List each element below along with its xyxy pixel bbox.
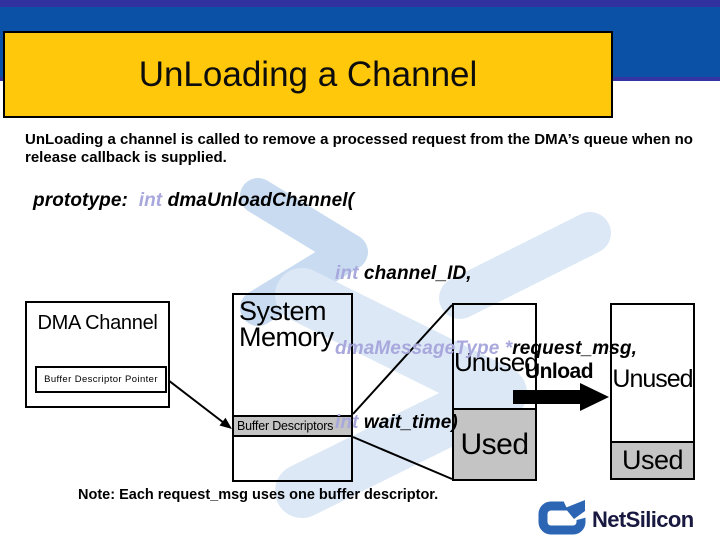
prototype-signature: prototype: int dmaUnloadChannel( <box>33 190 354 212</box>
top-accent-strip <box>0 0 720 7</box>
prototype-label: prototype: <box>33 190 139 211</box>
after-used-area: Used <box>612 441 693 478</box>
buffer-descriptor-pointer-label: Buffer Descriptor Pointer <box>44 374 158 385</box>
netsilicon-logo-text: NetSilicon <box>592 506 694 532</box>
param-wait-time: int wait_time) <box>335 411 458 433</box>
buffer-descriptors-label: Buffer Descriptors <box>237 419 334 433</box>
unload-label: Unload <box>524 360 594 383</box>
after-unused-label: Unused <box>612 365 693 393</box>
dma-channel-label: DMA Channel <box>37 312 158 334</box>
buffer-descriptor-pointer-box: Buffer Descriptor Pointer <box>35 366 167 393</box>
system-memory-label: System Memory <box>239 296 334 353</box>
page-title: UnLoading a Channel <box>138 54 478 94</box>
prototype-params: int channel_ID, dmaMessageType *request_… <box>335 213 637 485</box>
note-text: Note: Each request_msg uses one buffer d… <box>78 487 439 503</box>
intro-text: UnLoading a channel is called to remove … <box>25 131 693 166</box>
netsilicon-logo-icon <box>538 498 588 535</box>
param-request-msg: dmaMessageType *request_msg, <box>335 337 637 359</box>
pointer-arrowhead <box>219 417 232 429</box>
keyword-int: int <box>335 411 364 433</box>
keyword-int: int <box>335 263 364 285</box>
buffer-descriptors-band: Buffer Descriptors <box>234 415 351 437</box>
queue-after-box: Unused Used <box>610 303 695 480</box>
dma-channel-box: DMA Channel Buffer Descriptor Pointer <box>25 301 170 408</box>
keyword-int: int <box>138 190 168 211</box>
netsilicon-logo: NetSilicon <box>538 498 694 535</box>
pointer-arrow-line <box>167 379 225 424</box>
after-used-label: Used <box>621 445 684 475</box>
title-box: UnLoading a Channel <box>3 31 613 118</box>
keyword-dma-message-type: dmaMessageType * <box>335 337 513 359</box>
prototype-block: prototype: int dmaUnloadChannel( int cha… <box>0 0 637 433</box>
param-channel-id: int channel_ID, <box>335 263 472 285</box>
function-name: dmaUnloadChannel( <box>167 190 355 211</box>
